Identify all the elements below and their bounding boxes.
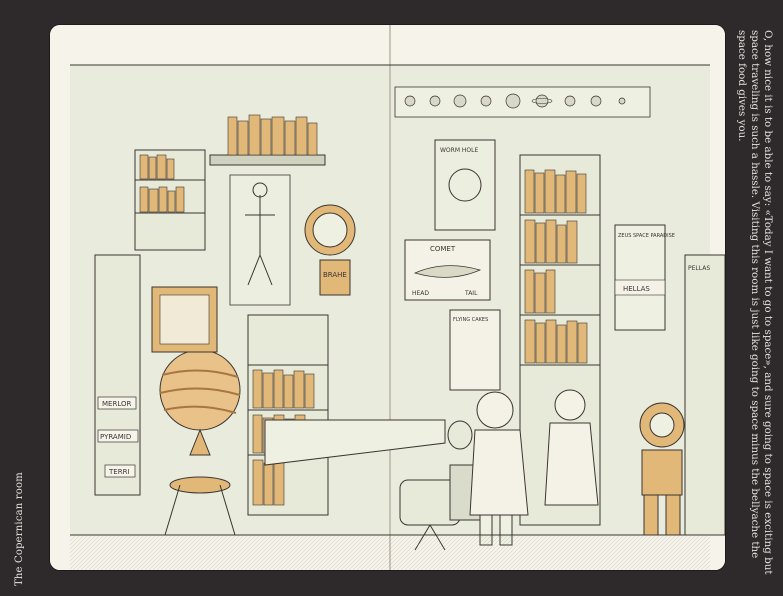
centre-bookcase bbox=[247, 314, 329, 516]
left-cabinet bbox=[134, 149, 206, 251]
flying-cakes-label: FLYING CAKES bbox=[453, 317, 488, 323]
left-tall-shelf: MERLOR PYRAMID TERRI bbox=[94, 254, 141, 496]
diving-suit-figure bbox=[639, 402, 685, 536]
brahe-plaque bbox=[319, 259, 351, 296]
comet-poster: COMET HEAD TAIL bbox=[404, 239, 491, 301]
merlor-label: MERLOR bbox=[102, 400, 131, 408]
pyramid-label: PYRAMID bbox=[100, 433, 131, 441]
far-right-shelf bbox=[684, 254, 725, 536]
brahe-text: BRAHE bbox=[323, 271, 347, 279]
zeus-poster bbox=[614, 224, 666, 331]
planet-row bbox=[404, 93, 626, 109]
wormhole-label: WORM HOLE bbox=[440, 147, 478, 154]
sketchbook-spread: MERLOR PYRAMID TERRI BRAHE bbox=[50, 25, 725, 570]
flying-cakes-poster bbox=[449, 309, 501, 391]
wormhole-poster bbox=[434, 139, 496, 231]
floor bbox=[70, 535, 710, 570]
comet-tail-label: TAIL bbox=[464, 290, 478, 297]
room-description-caption: O, how nice it is to be able to say: «To… bbox=[736, 30, 774, 575]
hellas-label: HELLAS bbox=[623, 285, 650, 293]
pellas-label: PELLAS bbox=[688, 265, 710, 272]
terri-label: TERRI bbox=[108, 468, 130, 476]
figure-companion bbox=[544, 389, 599, 506]
comet-title: COMET bbox=[430, 245, 456, 253]
zeus-label: ZEUS SPACE PARADISE bbox=[618, 233, 675, 239]
globe bbox=[159, 349, 241, 536]
room-illustration: MERLOR PYRAMID TERRI BRAHE bbox=[50, 25, 725, 570]
upper-shelf bbox=[209, 114, 326, 166]
room-title-caption: The Copernican room bbox=[14, 472, 25, 586]
comet-head-label: HEAD bbox=[412, 290, 429, 297]
